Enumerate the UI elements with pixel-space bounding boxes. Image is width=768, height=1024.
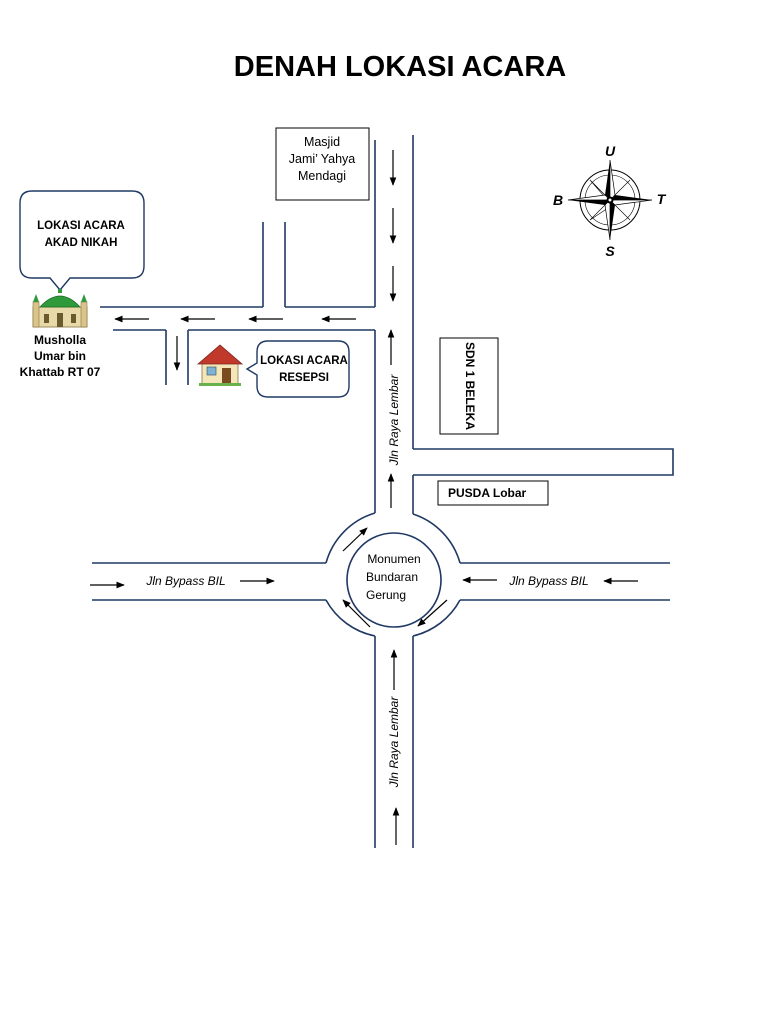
monumen-line-2: Bundaran	[366, 570, 418, 584]
sdn-label-box: SDN 1 BELEKA	[439, 337, 499, 435]
compass-south-label: S	[605, 243, 615, 259]
road-network	[92, 135, 674, 848]
traffic-arrows	[90, 150, 638, 845]
musholla-line-3: Khattab RT 07	[20, 365, 101, 379]
house-icon	[196, 344, 244, 386]
sdn-label: SDN 1 BELEKA	[463, 342, 477, 430]
compass-west-label: B	[553, 192, 563, 208]
masjid-line-1: Masjid	[304, 135, 340, 149]
musholla-line-1: Musholla	[34, 333, 86, 347]
roundabout-island	[346, 532, 442, 628]
masjid-label-box: Masjid Jami’ Yahya Mendagi	[275, 127, 370, 201]
akad-callout-line-1: LOKASI ACARA	[37, 220, 125, 232]
road-label-raya-lembar-north: Jln Raya Lembar	[387, 374, 401, 467]
compass-east-label: T	[657, 191, 667, 207]
road-label-raya-lembar-south: Jln Raya Lembar	[387, 696, 401, 789]
resepsi-callout-line-2: RESEPSI	[279, 372, 329, 384]
mosque-icon	[32, 289, 88, 328]
road-label-bypass-east: Jln Bypass BIL	[508, 574, 588, 588]
masjid-line-2: Jami’ Yahya	[289, 152, 356, 166]
akad-callout: LOKASI ACARA AKAD NIKAH	[19, 190, 145, 292]
road-label-bypass-west: Jln Bypass BIL	[145, 574, 225, 588]
monumen-line-1: Monumen	[367, 552, 420, 566]
compass-north-label: U	[605, 143, 616, 159]
pusda-label: PUSDA Lobar	[448, 486, 527, 500]
pusda-label-box: PUSDA Lobar	[437, 480, 549, 506]
resepsi-callout: LOKASI ACARA RESEPSI	[245, 340, 350, 398]
resepsi-callout-line-1: LOKASI ACARA	[260, 355, 348, 367]
akad-callout-line-2: AKAD NIKAH	[45, 237, 118, 249]
monumen-line-3: Gerung	[366, 588, 406, 602]
musholla-line-2: Umar bin	[34, 349, 86, 363]
masjid-line-3: Mendagi	[298, 169, 346, 183]
compass-rose-icon	[567, 159, 653, 241]
page-title: DENAH LOKASI ACARA	[234, 51, 566, 83]
